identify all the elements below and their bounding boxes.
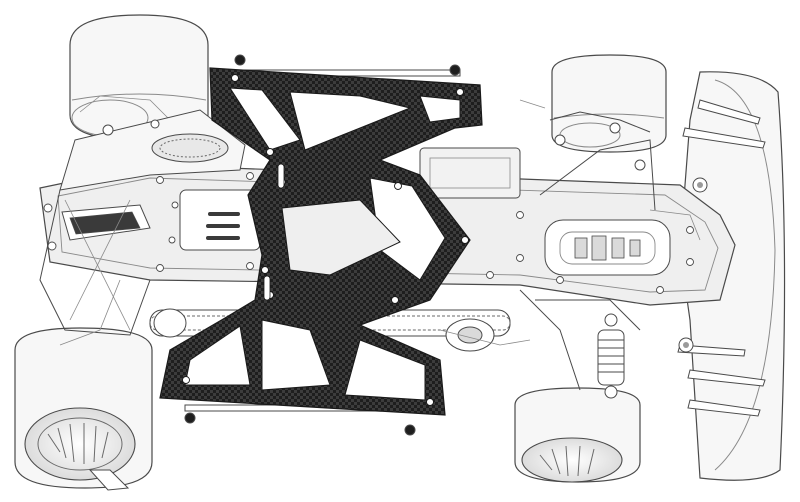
front-wing	[677, 71, 786, 481]
rear-pod	[39, 109, 246, 336]
front-left-tire	[551, 54, 667, 153]
detail-lines	[59, 99, 701, 346]
servo	[419, 147, 521, 199]
rear-right-tire	[14, 327, 153, 491]
front-right-tire	[514, 387, 641, 483]
front-suspension	[519, 111, 656, 391]
top-plate	[159, 67, 483, 416]
shock-absorber	[597, 313, 625, 399]
